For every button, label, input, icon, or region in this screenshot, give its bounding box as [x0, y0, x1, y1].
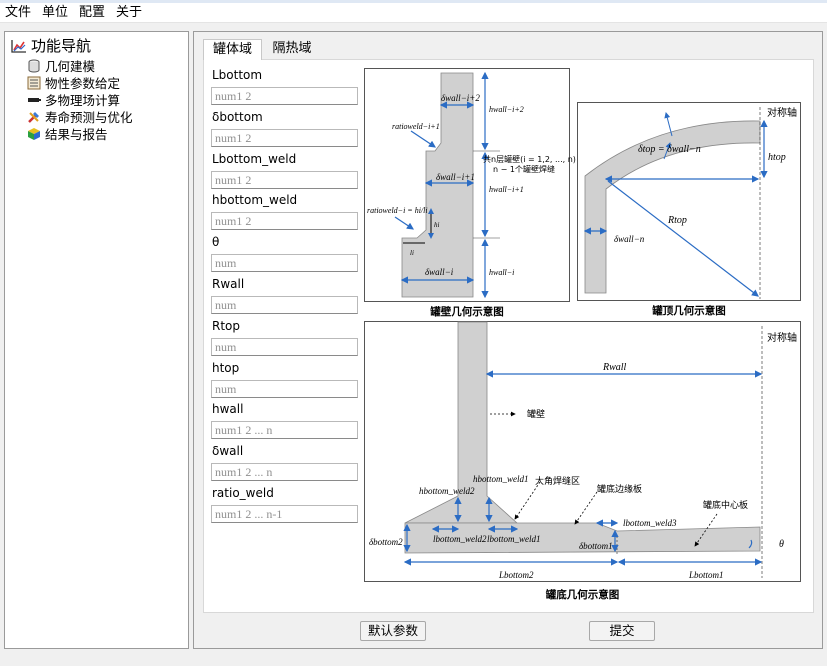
d-wall-i2-label: δwall−i+2: [441, 93, 480, 103]
l-bottom2-label: Lbottom2: [498, 570, 534, 580]
nav-item-geometry[interactable]: 几何建模: [27, 56, 95, 75]
cylinder-icon: [28, 59, 40, 72]
chart-icon: [11, 39, 26, 53]
menu-config[interactable]: 配置: [79, 4, 106, 20]
wall-note-line1: 共n层罐壁(i = 1,2, ..., n): [483, 154, 576, 164]
h-top-label: htop: [768, 152, 786, 163]
top-geometry-figure: 对称轴 δtop = δwall−n htop Rtop δwall−n: [577, 102, 801, 301]
hbottom-weld-input[interactable]: [211, 212, 358, 230]
cube-icon: [28, 127, 40, 140]
l-weld3-label: lbottom_weld3: [623, 518, 677, 528]
d-wall-n-label: δwall−n: [614, 234, 645, 244]
bottom-axis-label: 对称轴: [767, 331, 797, 344]
htop-label: htop: [212, 361, 240, 375]
nav-item-results[interactable]: 结果与报告: [27, 124, 108, 143]
tab-tank-domain[interactable]: 罐体域: [203, 39, 262, 60]
theta-input[interactable]: [211, 254, 358, 272]
nav-item-label: 多物理场计算: [45, 93, 121, 108]
nav-item-multiphysics[interactable]: 多物理场计算: [27, 90, 120, 109]
theta-label: θ: [212, 235, 220, 249]
nav-item-label: 寿命预测与优化: [45, 110, 133, 125]
nav-item-properties[interactable]: 物性参数给定: [27, 73, 120, 92]
h-i-label: hi: [434, 221, 440, 229]
ratio-i-label: ratioweld−i = hi/li: [367, 206, 428, 215]
d-top-label: δtop = δwall−n: [638, 144, 701, 155]
wall-callout: 罐壁: [527, 408, 545, 420]
menu-about[interactable]: 关于: [116, 4, 143, 20]
nav-item-label: 结果与报告: [45, 127, 108, 142]
tools-icon: [28, 111, 39, 123]
r-wall-label: Rwall: [602, 362, 627, 373]
function-nav-panel: 功能导航 几何建模 物性参数给定 多物理场计算 寿命预测与优化 结果与报告: [4, 31, 189, 649]
nav-root-label: 功能导航: [31, 37, 92, 55]
hwall-label: hwall: [212, 402, 244, 416]
hbottom-weld-label: hbottom_weld: [212, 193, 298, 207]
bottom-geometry-figure: 对称轴 Rwall 罐壁 hbottom_weld1 大角焊缝区 罐底边缘板 h…: [364, 321, 801, 582]
bottom-figure-caption: 罐底几何示意图: [545, 589, 620, 601]
dbottom-label: δbottom: [212, 110, 263, 124]
h-weld1-label: hbottom_weld1: [473, 474, 529, 484]
menu-bar: 文件 单位 配置 关于: [0, 3, 827, 23]
nav-item-life-prediction[interactable]: 寿命预测与优化: [27, 107, 133, 126]
ratio-i1-label: ratioweld−i+1: [392, 122, 440, 131]
nav-root[interactable]: 功能导航: [11, 35, 91, 56]
center-plate-label: 罐底中心板: [703, 499, 748, 511]
top-figure-caption: 罐顶几何示意图: [652, 305, 726, 317]
lbottom-weld-label: Lbottom_weld: [212, 152, 297, 166]
h-wall-i1-label: hwall−i+1: [489, 185, 524, 194]
htop-input[interactable]: [211, 380, 358, 398]
hwall-input[interactable]: [211, 421, 358, 439]
tab-insulation-domain[interactable]: 隔热域: [264, 39, 320, 59]
ratio-weld-label: ratio_weld: [212, 486, 274, 500]
h-wall-i-label: hwall−i: [489, 268, 514, 277]
default-params-button[interactable]: 默认参数: [360, 621, 426, 641]
l-bottom1-label: Lbottom1: [688, 570, 724, 580]
spreadsheet-icon: [27, 76, 41, 89]
rwall-label: Rwall: [212, 277, 245, 291]
nav-item-label: 物性参数给定: [45, 76, 121, 91]
ratio-weld-input[interactable]: [211, 505, 358, 523]
wall-geometry-figure: δwall−i+2 hwall−i+2 ratioweld−i+1 共n层罐壁(…: [364, 68, 576, 302]
d-wall-i1-label: δwall−i+1: [436, 172, 475, 182]
battery-icon: [28, 97, 41, 102]
dwall-label: δwall: [212, 444, 244, 458]
nav-item-label: 几何建模: [45, 59, 96, 74]
d-bottom1-label: δbottom1: [579, 541, 613, 551]
h-weld2-label: hbottom_weld2: [419, 486, 475, 496]
title-strip: [0, 0, 827, 3]
wall-figure-caption: 罐壁几何示意图: [430, 306, 504, 318]
menu-file[interactable]: 文件: [5, 4, 32, 20]
lbottom-input[interactable]: [211, 87, 358, 105]
fillet-zone-label: 大角焊缝区: [535, 475, 580, 487]
rwall-input[interactable]: [211, 296, 358, 314]
theta-figure-label: θ: [779, 539, 784, 550]
wall-note-line2: n − 1个罐壁焊缝: [493, 164, 555, 174]
l-weld2-label: lbottom_weld2: [433, 534, 487, 544]
dwall-input[interactable]: [211, 463, 358, 481]
lbottom-label: Lbottom: [212, 68, 263, 82]
d-wall-i-label: δwall−i: [425, 267, 454, 277]
l-i-label: li: [410, 249, 414, 257]
rtop-label: Rtop: [212, 319, 241, 333]
lbottom-weld-input[interactable]: [211, 171, 358, 189]
d-bottom2-label: δbottom2: [369, 537, 403, 547]
rtop-input[interactable]: [211, 338, 358, 356]
edge-plate-label: 罐底边缘板: [597, 483, 642, 495]
menu-units[interactable]: 单位: [42, 4, 69, 20]
dbottom-input[interactable]: [211, 129, 358, 147]
l-weld1-label: lbottom_weld1: [487, 534, 541, 544]
submit-button[interactable]: 提交: [589, 621, 655, 641]
h-wall-i2-label: hwall−i+2: [489, 105, 524, 114]
top-axis-label: 对称轴: [767, 106, 797, 119]
r-top-label: Rtop: [667, 215, 687, 226]
